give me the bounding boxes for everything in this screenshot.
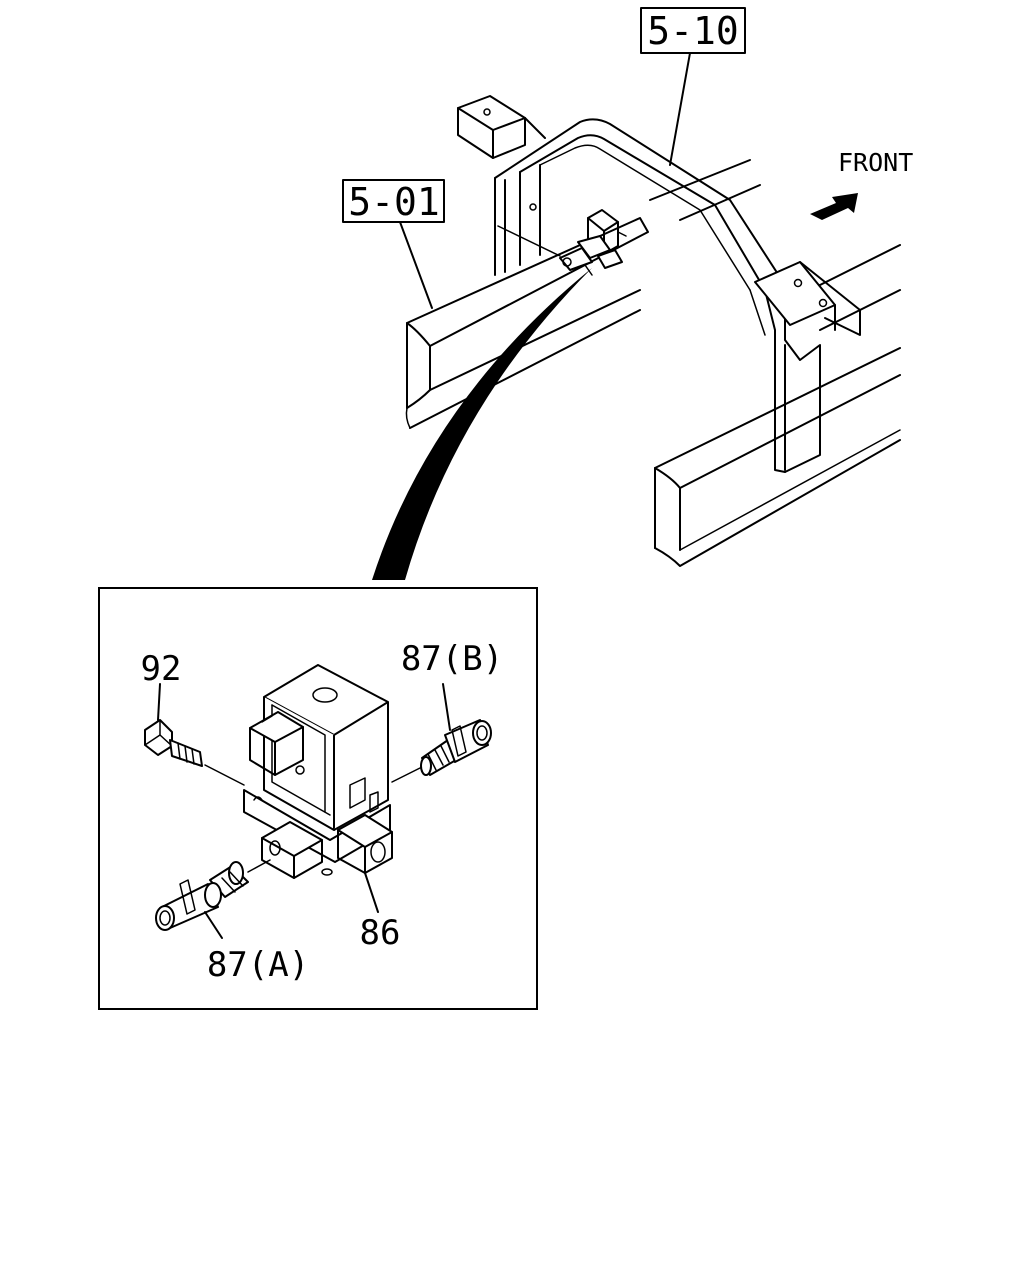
bolt-92[interactable] xyxy=(144,719,203,767)
detail-zoom-band xyxy=(372,268,592,580)
reference-5-10[interactable]: 5-10 xyxy=(640,7,746,54)
cross-rail-lower xyxy=(679,184,761,221)
reference-5-10-label: 5-10 xyxy=(647,9,739,53)
fitting-87b[interactable] xyxy=(420,719,492,776)
front-label: FRONT xyxy=(838,148,913,177)
reference-5-01[interactable]: 5-01 xyxy=(342,179,445,224)
leader-92 xyxy=(157,683,161,721)
reference-5-01-label: 5-01 xyxy=(348,180,440,224)
leader-5-01 xyxy=(399,221,433,309)
detail-inset xyxy=(98,587,538,1010)
callout-87b: 87(B) xyxy=(401,639,503,679)
callout-87a: 87(A) xyxy=(207,945,309,985)
callout-86: 86 xyxy=(360,913,401,953)
fitting-a-assembly-line xyxy=(247,859,271,873)
leader-87b xyxy=(442,683,451,731)
callout-92: 92 xyxy=(141,649,182,689)
leader-87a xyxy=(204,911,223,939)
fitting-b-assembly-line xyxy=(391,767,421,783)
frame-hoop xyxy=(457,95,861,473)
fitting-87a[interactable] xyxy=(155,861,249,931)
leader-86 xyxy=(364,872,379,913)
bolt-assembly-line xyxy=(204,764,245,786)
front-arrow-icon xyxy=(810,193,858,220)
valve-86[interactable] xyxy=(243,664,393,879)
valve-mounted-small xyxy=(497,209,627,276)
leader-5-10 xyxy=(669,52,691,166)
